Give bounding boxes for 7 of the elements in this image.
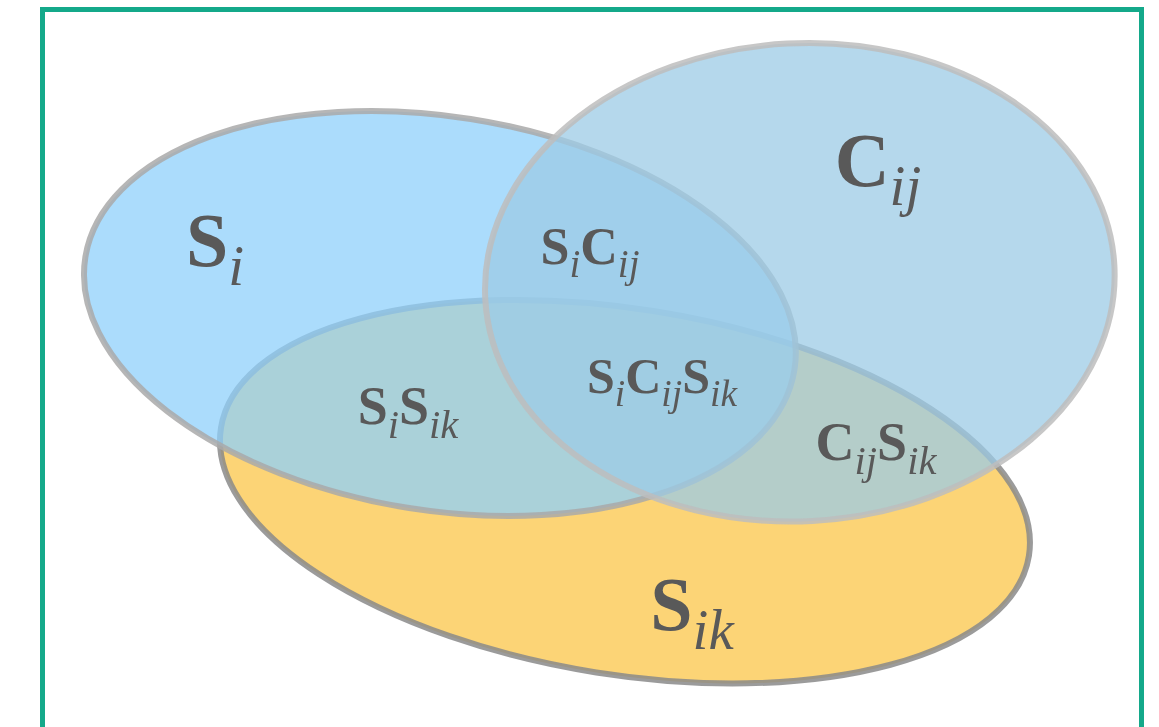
intersection-label: C$_{ij}$S$_{ik}$: [815, 414, 937, 482]
intersection-label: S$_{i}$C$_{ij}$S$_{ik}$: [586, 351, 738, 413]
intersection-label: S$_{i}$C$_{ij}$: [540, 220, 640, 284]
set-label: S$_{ik}$: [650, 565, 734, 659]
set-label: S$_{i}$: [185, 201, 245, 295]
intersection-label: S$_{i}$S$_{ik}$: [357, 378, 459, 446]
set-label: C$_{ij}$: [834, 121, 922, 215]
